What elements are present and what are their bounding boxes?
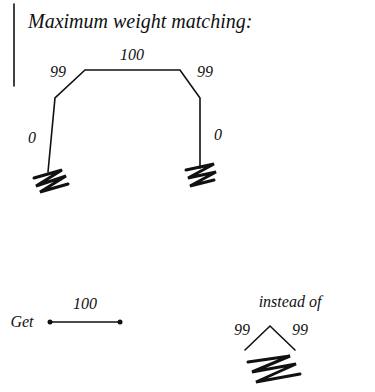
edge-weight: 0 [26, 129, 38, 146]
edge-weight: 100 [118, 46, 146, 63]
label-box: instead of [257, 293, 324, 311]
label-box: 99 [195, 63, 215, 81]
margin-line [13, 4, 15, 86]
edge-weight: 99 [232, 321, 252, 338]
label-box: 0 [26, 129, 38, 147]
edge-weight: 99 [48, 63, 68, 80]
edge-weight: 100 [71, 295, 99, 312]
caret-edges [245, 326, 295, 350]
graph-path [48, 70, 200, 172]
vertex-dot [118, 320, 123, 325]
edge-line [50, 321, 120, 323]
label-box: 100 [71, 295, 99, 313]
label-box: 99 [290, 321, 310, 339]
edge-weight: 99 [195, 63, 215, 80]
scribbled-vertex [248, 356, 300, 382]
note-text: Get [8, 313, 35, 330]
note-text: instead of [257, 293, 324, 310]
edge-weight: 0 [212, 126, 224, 143]
edge-weight: 99 [290, 321, 310, 338]
label-box: 99 [232, 321, 252, 339]
label-box: 100 [118, 46, 146, 64]
label-box: Get [8, 313, 35, 331]
scribbled-vertex [186, 164, 216, 186]
label-box: 0 [212, 126, 224, 144]
title-box: Maximum weight matching: [28, 10, 252, 32]
title: Maximum weight matching: [28, 10, 252, 32]
scribbled-vertex [34, 170, 68, 192]
vertex-dot [48, 320, 53, 325]
label-box: 99 [48, 63, 68, 81]
